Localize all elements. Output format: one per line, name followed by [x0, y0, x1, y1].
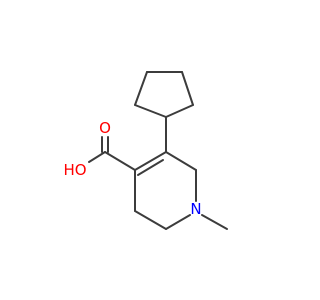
cyclopentyl-ring	[134, 71, 194, 118]
carboxylic-acid-group	[88, 136, 136, 171]
cyclopentyl-bond	[165, 104, 194, 118]
ring-bond	[165, 214, 191, 230]
ring-double-bond-inner	[137, 159, 164, 176]
chemical-structure-diagram: O HO N	[63, 71, 228, 230]
carboxyl-attachment-bond	[104, 151, 136, 171]
tetrahydropyridine-ring	[134, 151, 197, 230]
cyclopentyl-bond	[134, 71, 148, 106]
ring-double-bond	[134, 151, 167, 171]
ring-bond	[165, 151, 197, 171]
n-methyl-bond	[201, 214, 228, 230]
cyclopentyl-bond	[181, 71, 194, 106]
ring-bond	[134, 210, 167, 230]
cyclopentyl-bond	[134, 104, 167, 118]
hydroxyl-label: HO	[63, 161, 86, 179]
ring-nitrogen-label: N	[190, 200, 201, 218]
hydroxyl-bond	[88, 151, 106, 163]
oxygen-carbonyl-label: O	[99, 119, 111, 137]
